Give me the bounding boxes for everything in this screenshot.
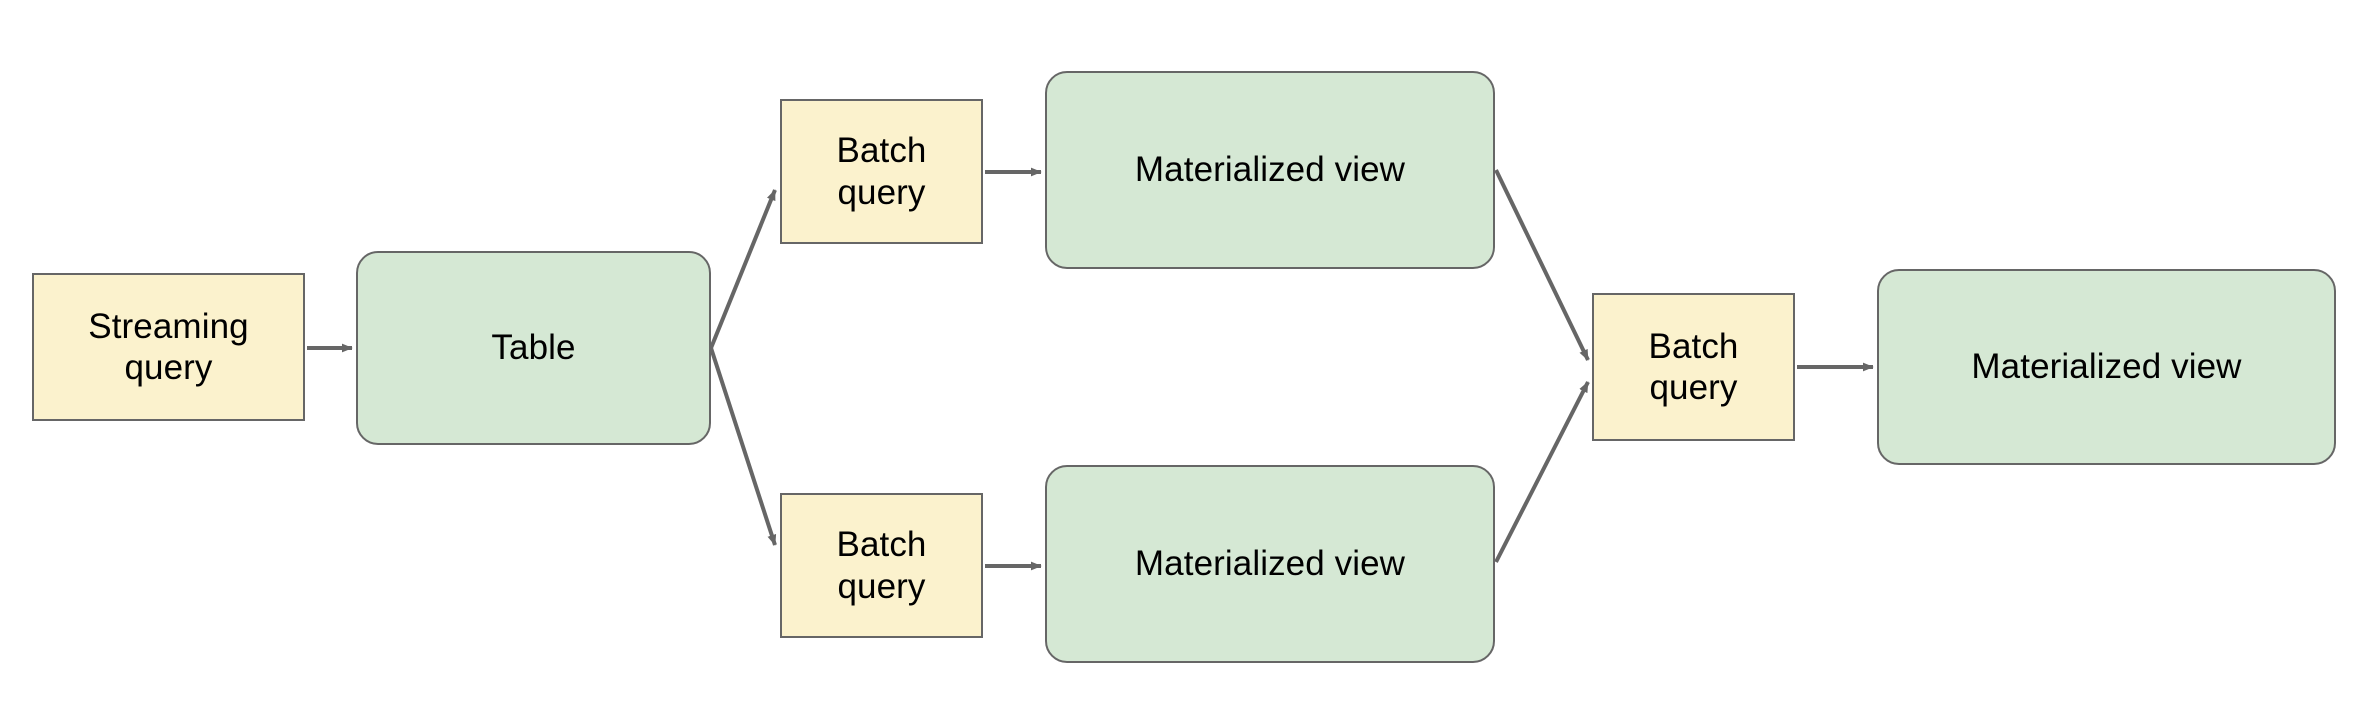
- edge-view-bottom-to-merge: [1494, 381, 1590, 563]
- node-materialized-view-bottom-label: Materialized view: [1134, 544, 1406, 584]
- node-batch-query-top[interactable]: Batch query: [780, 99, 983, 244]
- node-table-label: Table: [491, 328, 576, 368]
- node-materialized-view-final[interactable]: Materialized view: [1877, 269, 2336, 465]
- node-materialized-view-top-label: Materialized view: [1134, 150, 1406, 190]
- node-streaming-query[interactable]: Streaming query: [32, 273, 305, 421]
- node-batch-query-merge-label: Batch query: [1648, 326, 1739, 407]
- node-batch-query-merge[interactable]: Batch query: [1592, 293, 1795, 441]
- node-materialized-view-final-label: Materialized view: [1971, 347, 2242, 387]
- edge-table-to-batch-top: [709, 189, 777, 349]
- edge-table-to-batch-bottom: [709, 347, 777, 546]
- node-batch-query-bottom[interactable]: Batch query: [780, 493, 983, 638]
- node-table[interactable]: Table: [356, 251, 711, 445]
- node-batch-query-bottom-label: Batch query: [836, 525, 927, 606]
- node-streaming-query-label: Streaming query: [88, 306, 249, 387]
- node-materialized-view-top[interactable]: Materialized view: [1045, 71, 1495, 269]
- edge-view-top-to-merge: [1494, 169, 1590, 361]
- node-materialized-view-bottom[interactable]: Materialized view: [1045, 465, 1495, 663]
- node-batch-query-top-label: Batch query: [836, 131, 927, 212]
